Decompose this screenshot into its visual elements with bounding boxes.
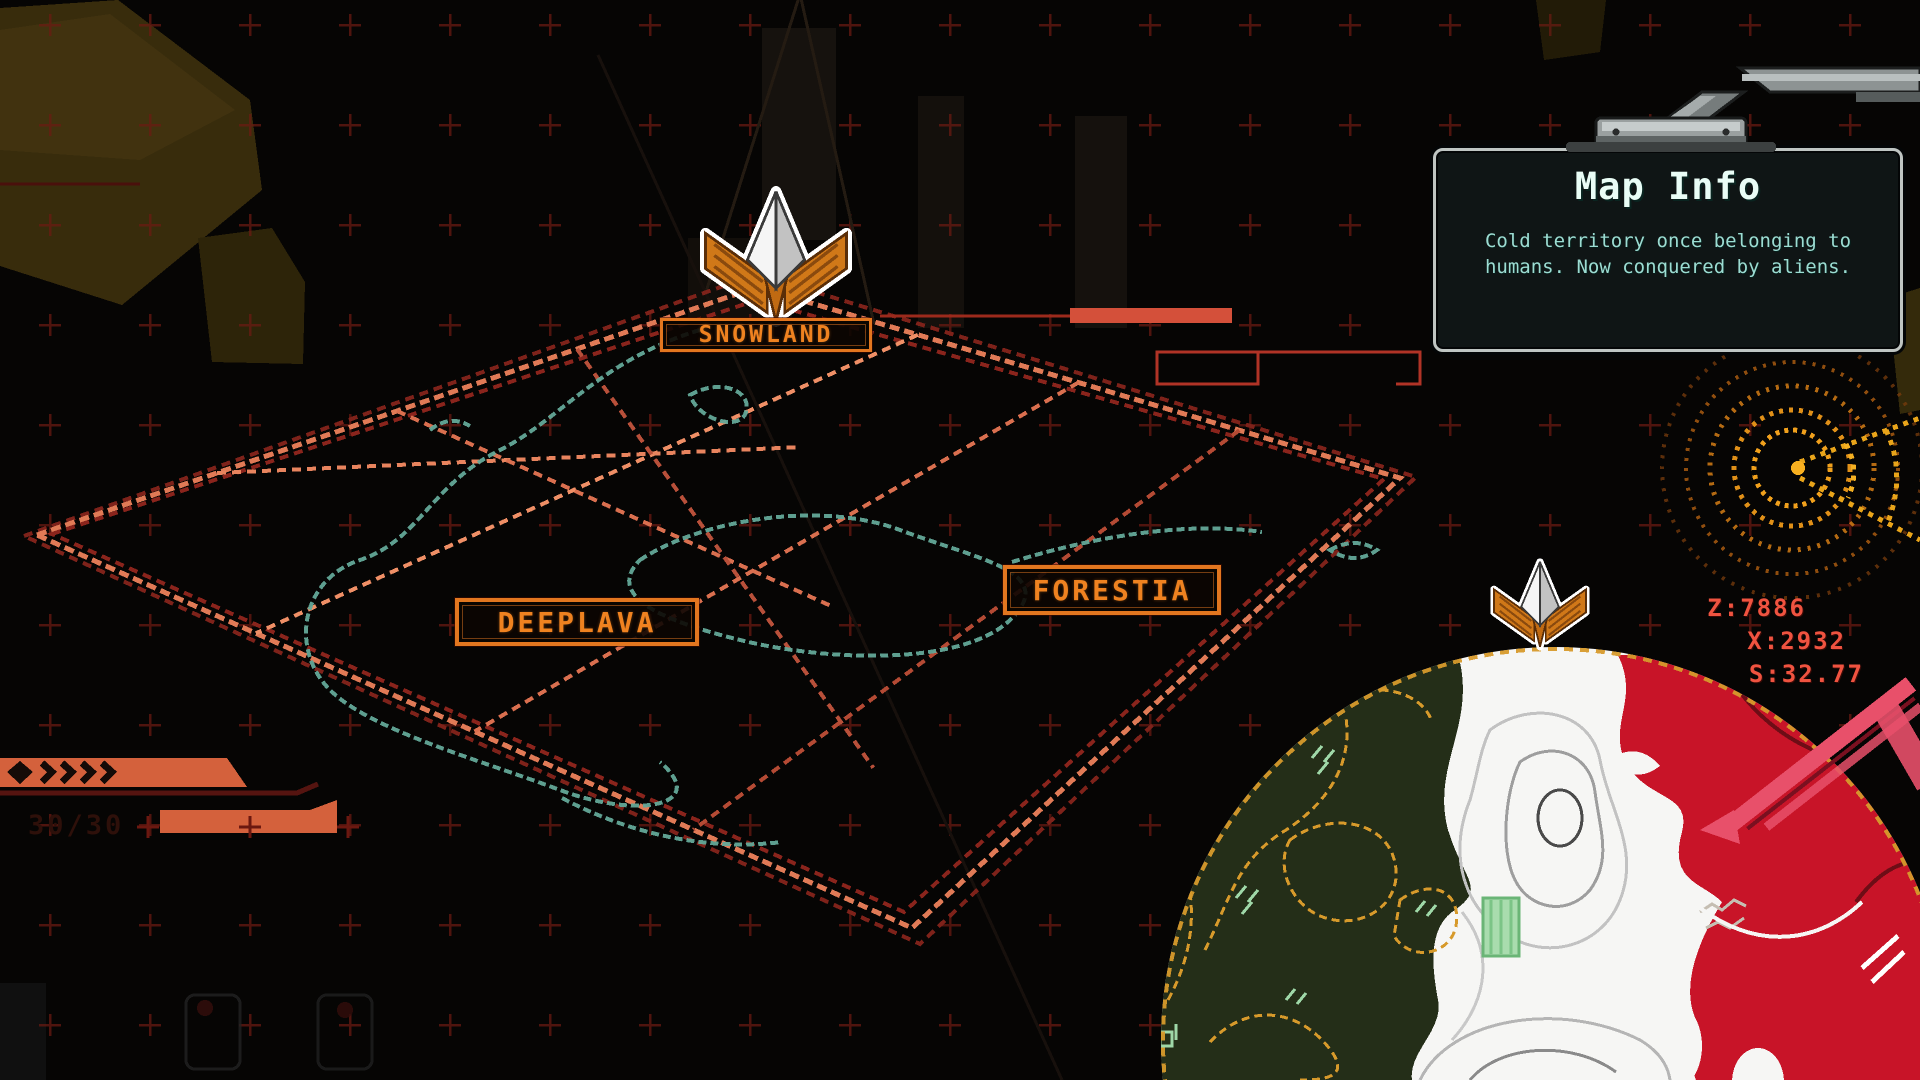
minimap-pink-streaks bbox=[1700, 677, 1920, 844]
stat-x: X:2932 bbox=[1747, 627, 1846, 655]
minimap-snow-contours bbox=[1418, 711, 1672, 1080]
map-info-description: Cold territory once belonging to humans.… bbox=[1484, 230, 1852, 278]
region-label-deeplava[interactable]: DEEPLAVA bbox=[455, 598, 699, 646]
crystal-icon bbox=[1520, 561, 1560, 628]
stat-s: S:32.77 bbox=[1748, 660, 1864, 688]
region-label-snowland[interactable]: SNOWLAND bbox=[660, 318, 872, 352]
fast-forward-chevrons-icon bbox=[39, 760, 118, 785]
hud-plus-marks bbox=[137, 816, 359, 838]
dim-item-slots bbox=[184, 993, 374, 1071]
crystal-icon bbox=[745, 191, 807, 292]
minimap-tree-icons bbox=[1161, 745, 1438, 1048]
region-label-forestia[interactable]: FORESTIA bbox=[1003, 565, 1221, 615]
location-marker-icon[interactable] bbox=[1490, 558, 1590, 651]
hud-lower-bar bbox=[137, 800, 359, 838]
minimap-bridge-hatch bbox=[1481, 896, 1521, 958]
red-callout-lines bbox=[880, 308, 1422, 386]
radar-icon bbox=[1660, 336, 1920, 600]
grid-inner-border bbox=[46, 297, 1389, 915]
map-info-panel: Map Info Cold territory once belonging t… bbox=[1433, 148, 1903, 352]
stat-z: Z:7886 bbox=[1707, 594, 1806, 622]
grid-lattice bbox=[216, 332, 1241, 832]
location-marker-icon[interactable] bbox=[700, 186, 852, 327]
ammo-counter: 30/30 bbox=[28, 810, 125, 841]
grid-border bbox=[30, 284, 1405, 931]
mechanical-clamp-icon bbox=[1566, 66, 1920, 152]
grid-outer-border bbox=[18, 271, 1420, 947]
minimap-rim bbox=[1161, 647, 1920, 1080]
hud-top-bar bbox=[0, 758, 319, 796]
minimap-stats: Z:7886 X:2932 S:32.77 bbox=[1642, 592, 1864, 691]
diamond-icon bbox=[7, 761, 33, 784]
map-info-title: Map Info bbox=[1574, 165, 1762, 208]
